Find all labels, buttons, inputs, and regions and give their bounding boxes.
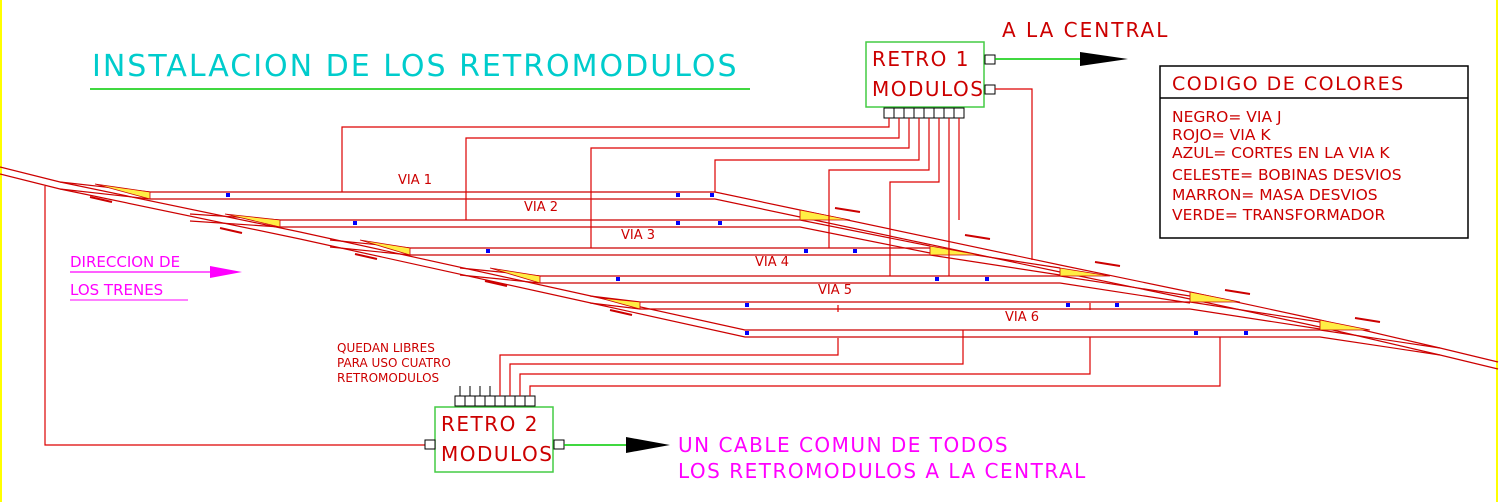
color-legend: CODIGO DE COLORES NEGRO= VIA J ROJO= VIA… [1159, 65, 1469, 239]
via4-rail-b [459, 274, 1191, 304]
retro1-line1: RETRO 1 [872, 47, 970, 71]
legend-item: MARRON= MASA DESVIOS [1172, 186, 1378, 204]
retro2-line2: MODULOS [441, 442, 553, 466]
legend-item: ROJO= VIA K [1172, 126, 1271, 144]
cut-markers [226, 193, 1248, 335]
free-note-line2: PARA USO CUATRO [337, 356, 451, 370]
legend-item: CELESTE= BOBINAS DESVIOS [1172, 166, 1402, 184]
via3-rail-a [329, 239, 1061, 269]
via5-rail-a [589, 295, 1321, 323]
legend-item: VERDE= TRANSFORMADOR [1172, 206, 1385, 224]
retro2-arrow-icon [626, 437, 670, 453]
common-cable-line2: LOS RETROMODULOS A LA CENTRAL [678, 459, 1087, 483]
track-label-via6: VIA 6 [1005, 310, 1039, 325]
track-label-via4: VIA 4 [755, 255, 789, 270]
legend-item: NEGRO= VIA J [1172, 108, 1282, 126]
legend-title: CODIGO DE COLORES [1172, 73, 1405, 95]
upper-line-rail-b [59, 188, 1441, 356]
via2-rail-a [189, 213, 931, 247]
common-cable-line1: UN CABLE COMUN DE TODOS [678, 433, 1009, 457]
track-label-via5: VIA 5 [818, 283, 852, 298]
diagram-title: INSTALACION DE LOS RETROMODULOS [92, 49, 739, 84]
turnout-motors [89, 196, 1381, 323]
retro1-module: RETRO 1 MODULOS [865, 41, 996, 119]
direction-arrow-icon [210, 266, 242, 278]
to-central-label: A LA CENTRAL [1002, 18, 1169, 42]
retro2-line1: RETRO 2 [441, 412, 539, 436]
retro2-wires [499, 337, 1221, 396]
common-return-wire [44, 186, 425, 446]
upper-line-rail-a [59, 181, 1441, 349]
main-line-rail-a [0, 166, 1499, 363]
turnout-group [94, 183, 1371, 331]
main-line-rail-b [0, 173, 1499, 370]
via4-rail-a [459, 267, 1191, 297]
track-feed-stubs [837, 303, 1091, 337]
track-label-via3: VIA 3 [621, 228, 655, 243]
retro1-wires [341, 88, 1033, 276]
legend-item: AZUL= CORTES EN LA VIA K [1172, 144, 1390, 162]
track-label-via2: VIA 2 [524, 200, 558, 215]
via2-rail-b [189, 220, 931, 254]
retro2-module: RETRO 2 MODULOS [424, 386, 565, 473]
free-note-line3: RETROMODULOS [337, 371, 439, 385]
retro1-line2: MODULOS [872, 77, 984, 101]
track-layout [0, 166, 1499, 370]
retro1-arrow-icon [1080, 52, 1128, 66]
free-note-line1: QUEDAN LIBRES [337, 341, 435, 355]
via5-rail-b [589, 302, 1321, 330]
via3-rail-b [329, 246, 1061, 276]
track-label-via1: VIA 1 [398, 173, 432, 188]
direction-line2: LOS TRENES [70, 281, 163, 299]
direction-line1: DIRECCION DE [70, 253, 180, 271]
